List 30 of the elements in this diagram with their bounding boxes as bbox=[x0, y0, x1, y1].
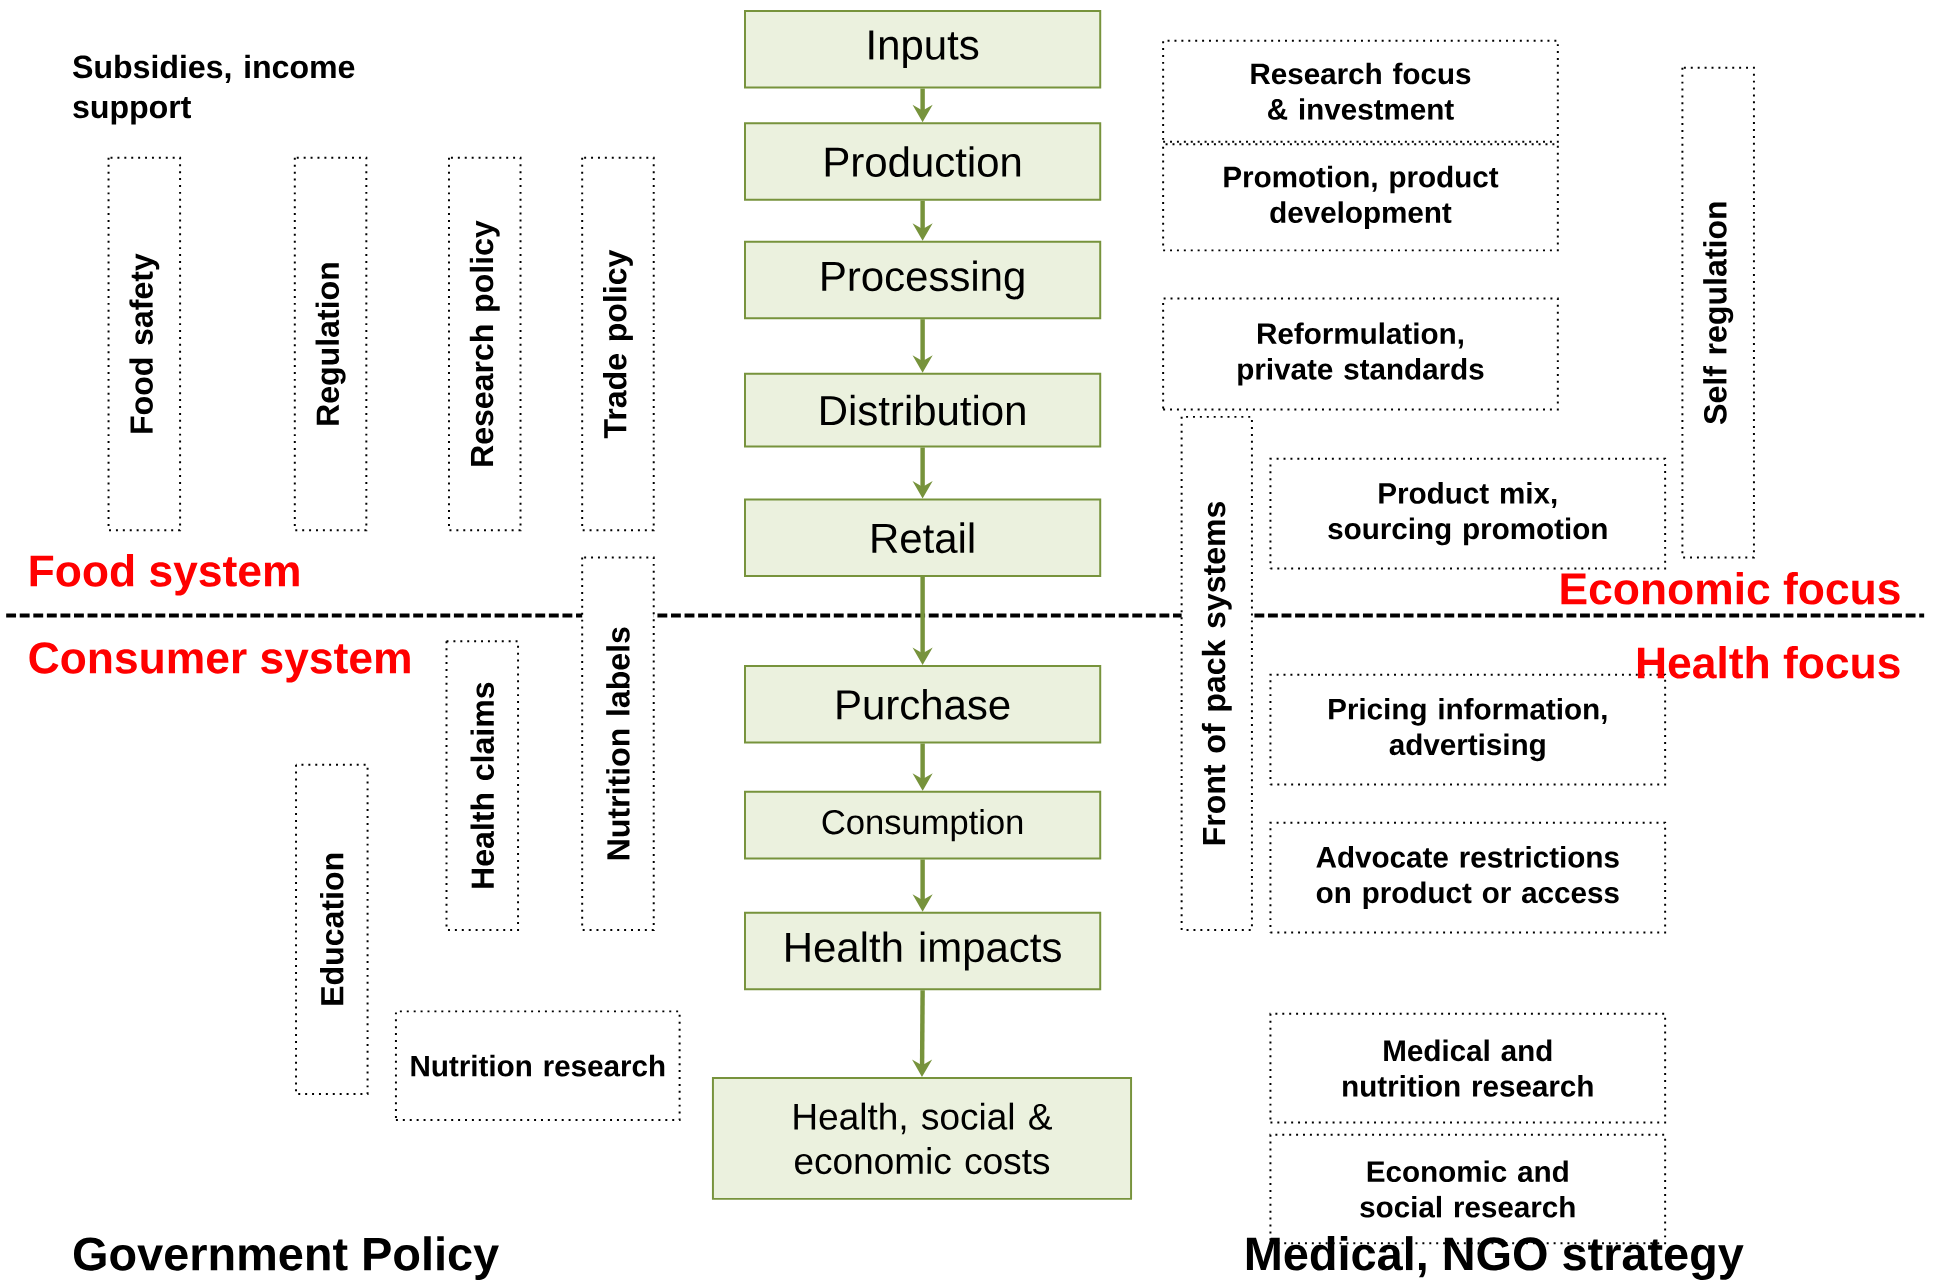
policy-box: Trade policy bbox=[581, 156, 655, 532]
stage-box: Health impacts bbox=[744, 911, 1102, 991]
stage-box: Health, social & economic costs bbox=[711, 1076, 1133, 1200]
policy-label: Subsidies, income support bbox=[72, 54, 355, 125]
policy-box: Nutrition research bbox=[394, 1010, 681, 1121]
policy-box: Nutrition labels bbox=[581, 556, 655, 931]
policy-box: Health claims bbox=[445, 640, 520, 931]
policy-box: Front of pack systems bbox=[1180, 415, 1253, 931]
stage-box: Processing bbox=[744, 240, 1102, 320]
section-label: Food system bbox=[30, 553, 299, 596]
policy-box: Promotion, product development bbox=[1162, 143, 1559, 252]
stage-box: Retail bbox=[744, 498, 1102, 577]
policy-box: Self regulation bbox=[1681, 66, 1755, 559]
policy-box: Regulation bbox=[293, 156, 368, 532]
section-label: Economic focus bbox=[1561, 571, 1900, 605]
column-heading: Government Policy bbox=[73, 1236, 499, 1280]
stage-box: Production bbox=[744, 122, 1102, 201]
stage-box: Distribution bbox=[744, 372, 1102, 448]
policy-box: Advocate restrictions on product or access bbox=[1269, 821, 1667, 934]
policy-box: Research focus & investment bbox=[1162, 39, 1559, 143]
policy-box: Research policy bbox=[448, 156, 522, 532]
policy-box: Food safety bbox=[107, 156, 182, 532]
policy-box: Medical and nutrition research bbox=[1269, 1012, 1667, 1124]
stage-box: Consumption bbox=[744, 790, 1102, 860]
stage-box: Purchase bbox=[744, 664, 1102, 744]
policy-box: Education bbox=[295, 763, 369, 1095]
stage-box: Inputs bbox=[744, 10, 1102, 89]
policy-box: Product mix, sourcing promotion bbox=[1269, 457, 1667, 570]
policy-box: Reformulation, private standards bbox=[1162, 297, 1559, 411]
section-label: Consumer system bbox=[29, 642, 410, 683]
